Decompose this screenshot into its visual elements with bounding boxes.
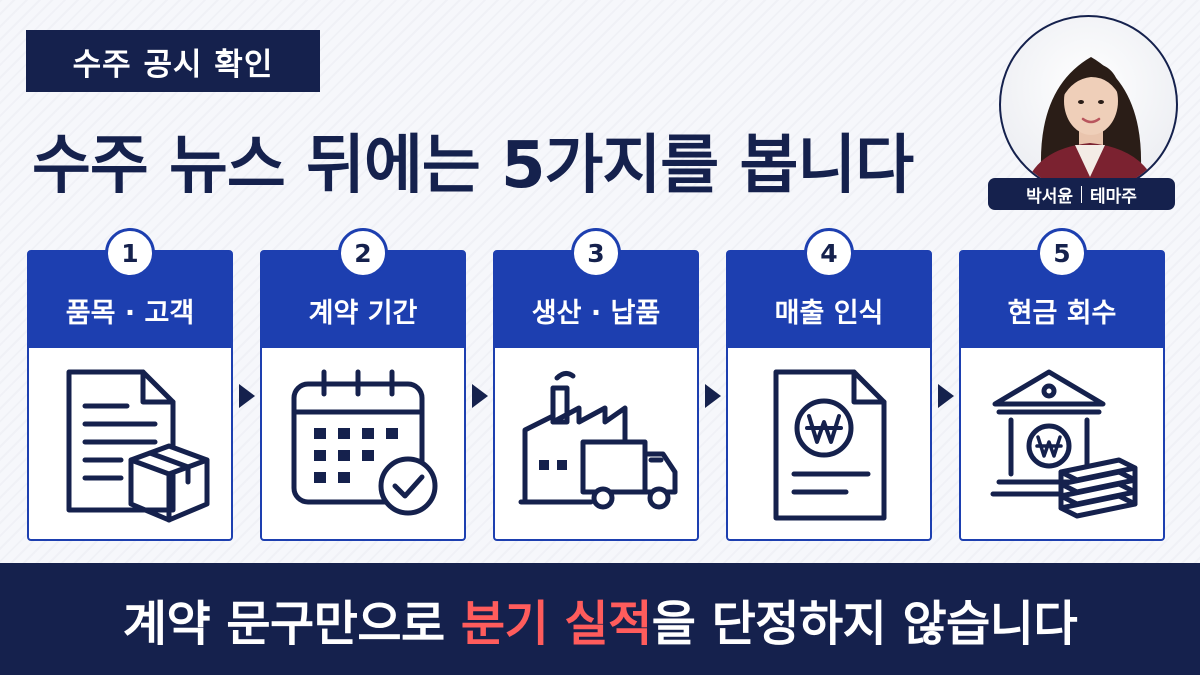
name-divider bbox=[1081, 185, 1082, 203]
step-card-1: 품목 · 고객 1 bbox=[27, 228, 233, 541]
calendar-check-icon bbox=[291, 369, 438, 516]
presenter-avatar bbox=[999, 15, 1178, 194]
bank-money-icon bbox=[990, 369, 1138, 519]
step-number: 5 bbox=[1037, 228, 1087, 278]
step-card-5: 현금 회수 5 bbox=[959, 228, 1165, 541]
factory-truck-icon bbox=[518, 370, 678, 510]
won-invoice-icon bbox=[773, 369, 887, 521]
presenter-role: 테마주 bbox=[1090, 186, 1137, 207]
topic-tag: 수주 공시 확인 bbox=[26, 30, 320, 92]
presenter-name-tag: 박서윤 테마주 bbox=[988, 178, 1175, 210]
step-number: 2 bbox=[338, 228, 388, 278]
banner-text-after: 을 단정하지 않습니다 bbox=[651, 596, 1078, 652]
arrow-right-icon bbox=[938, 384, 954, 408]
arrow-right-icon bbox=[239, 384, 255, 408]
step-title: 생산 · 납품 bbox=[495, 252, 697, 348]
step-card-3: 생산 · 납품 3 bbox=[493, 228, 699, 541]
step-card-2: 계약 기간 2 bbox=[260, 228, 466, 541]
step-number: 3 bbox=[571, 228, 621, 278]
presenter-name: 박서윤 bbox=[1026, 186, 1073, 207]
arrow-right-icon bbox=[472, 384, 488, 408]
banner-highlight: 분기 실적 bbox=[460, 596, 652, 652]
step-number: 1 bbox=[105, 228, 155, 278]
arrow-right-icon bbox=[705, 384, 721, 408]
document-box-icon bbox=[66, 369, 210, 523]
presenter-portrait-icon bbox=[1023, 57, 1158, 192]
headline: 수주 뉴스 뒤에는 5가지를 봅니다 bbox=[32, 129, 914, 203]
step-number: 4 bbox=[804, 228, 854, 278]
step-card-4: 매출 인식 4 bbox=[726, 228, 932, 541]
banner-text-before: 계약 문구만으로 bbox=[122, 596, 461, 652]
